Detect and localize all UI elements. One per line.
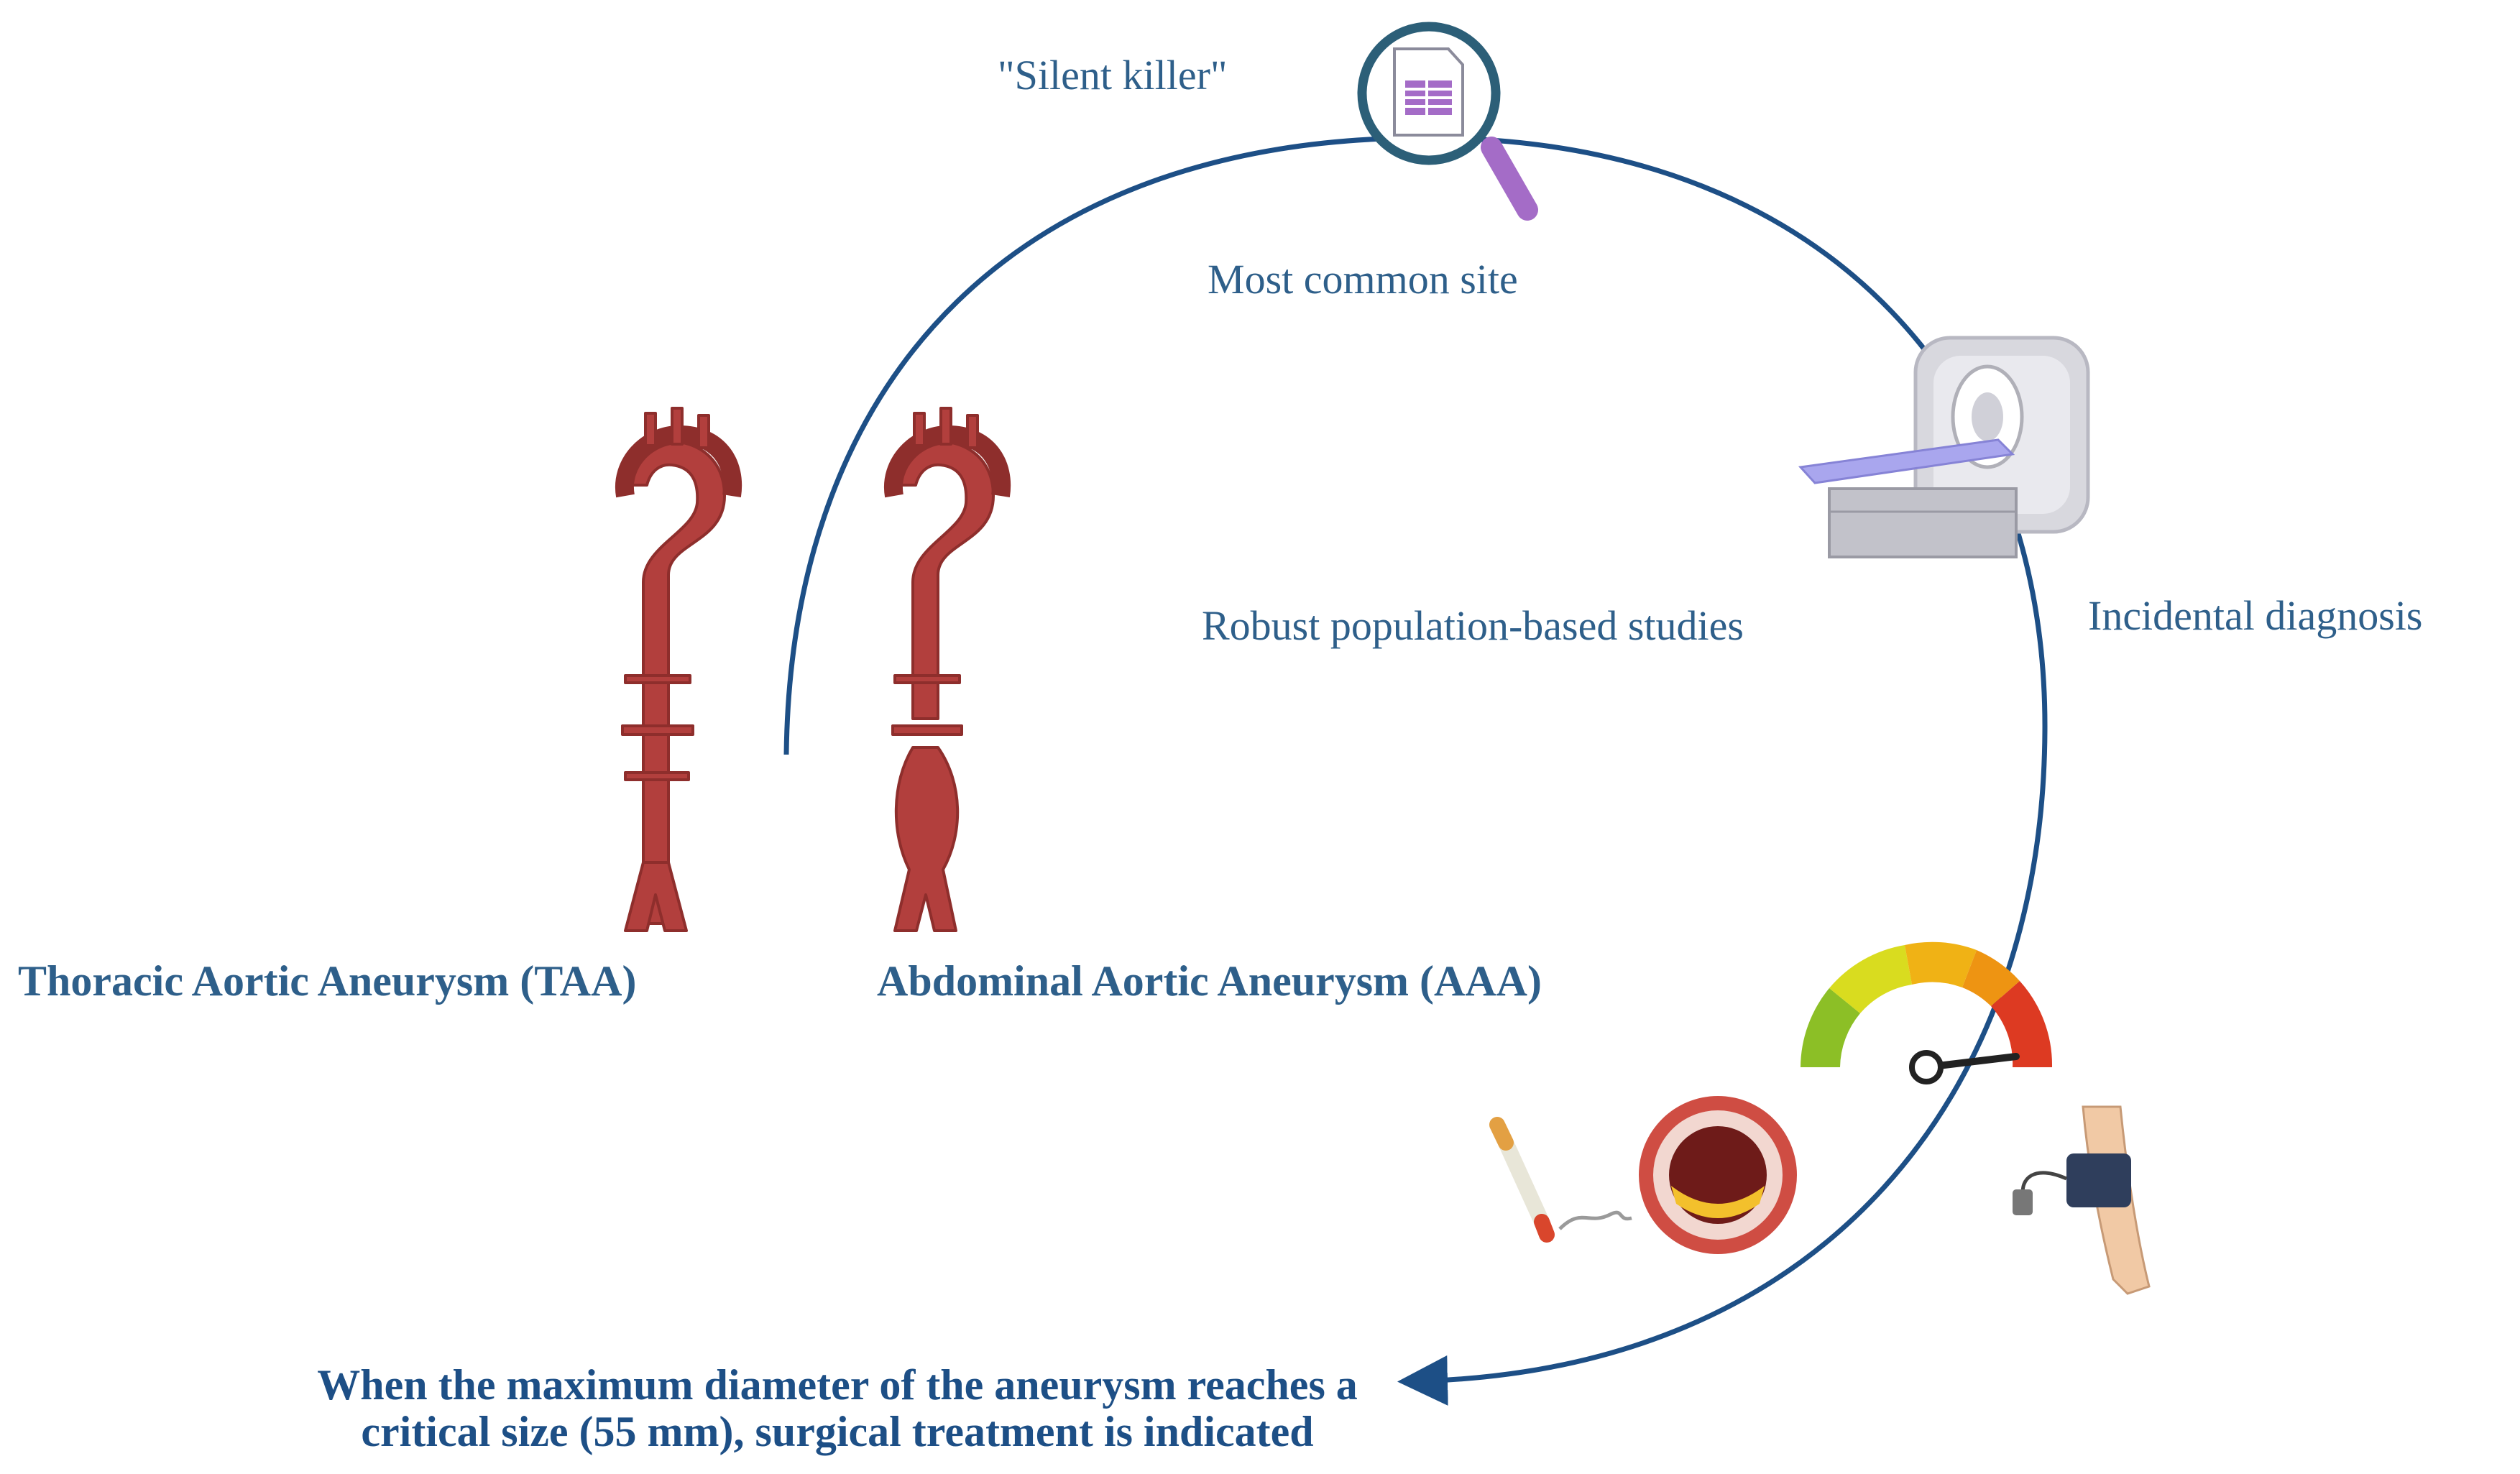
surgery-indication-line-2: critical size (55 mm), surgical treatmen…	[361, 1407, 1314, 1455]
surgery-indication-line-1: When the maximum diameter of the aneurys…	[317, 1361, 1358, 1409]
incidental-diagnosis-label: Incidental diagnosis	[2088, 592, 2423, 639]
artery-plaque-icon	[1639, 1096, 1797, 1254]
robust-studies-label: Robust population-based studies	[1202, 602, 1744, 649]
aaa-label: Abdominal Aortic Aneurysm (AAA)	[877, 957, 1542, 1005]
surgery-indication-label: When the maximum diameter of the aneurys…	[266, 1362, 1409, 1455]
thoracic-aorta-icon	[615, 407, 742, 932]
magnifier-document-icon	[1357, 22, 1538, 221]
taa-label: Thoracic Aortic Aneurysm (TAA)	[18, 957, 637, 1005]
cigarette-icon	[1489, 1117, 1632, 1243]
gauge-icon	[1801, 941, 2053, 1084]
abdominal-aorta-icon	[883, 407, 1011, 932]
most-common-site-label: Most common site	[1208, 256, 1518, 303]
cycle-arrow	[783, 135, 2048, 1406]
blood-pressure-arm-icon	[2013, 1105, 2151, 1295]
silent-killer-label: "Silent killer"	[998, 52, 1228, 98]
ct-scanner-icon	[1798, 336, 2090, 558]
